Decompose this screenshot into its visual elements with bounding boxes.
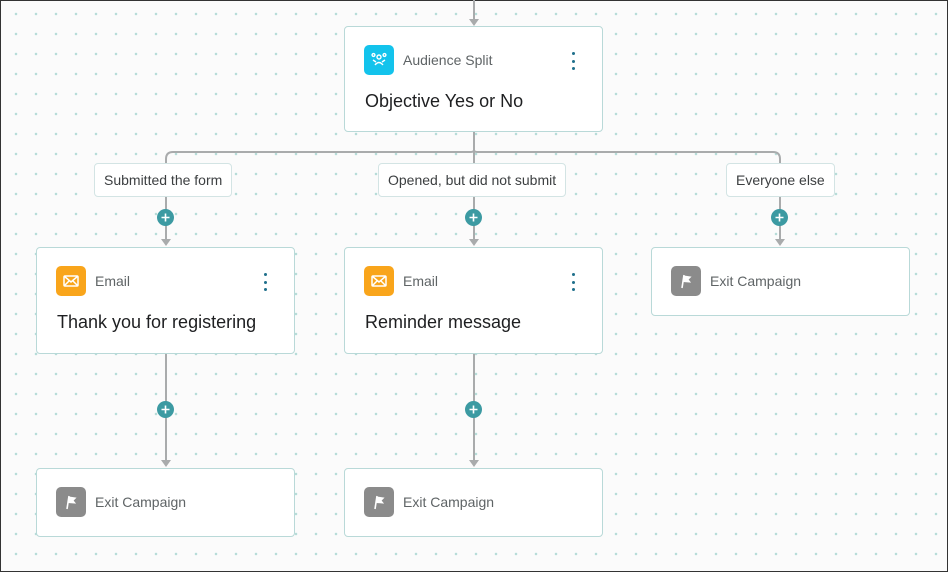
node-type-label: Exit Campaign [710, 273, 802, 289]
node-type-label: Audience Split [403, 52, 493, 68]
node-type-label: Email [95, 273, 131, 289]
node-type-label: Exit Campaign [95, 494, 187, 510]
flag-icon [364, 487, 394, 517]
plus-icon [775, 213, 784, 222]
email-node-thank-you[interactable]: Email Thank you for registering [36, 247, 295, 354]
branch-label-submitted[interactable]: Submitted the form [94, 163, 233, 197]
node-type-label: Email [403, 273, 439, 289]
branch-label-everyone-else[interactable]: Everyone else [726, 163, 835, 197]
node-title: Reminder message [365, 312, 522, 332]
audience-split-icon [364, 45, 394, 75]
add-step-button[interactable] [771, 209, 788, 226]
node-header: Exit Campaign [56, 487, 186, 517]
node-header: Exit Campaign [671, 266, 801, 296]
node-header: Email [364, 266, 438, 296]
envelope-icon [364, 266, 394, 296]
plus-icon [161, 213, 170, 222]
node-title: Thank you for registering [57, 312, 257, 332]
exit-campaign-node[interactable]: Exit Campaign [651, 247, 910, 316]
add-step-button[interactable] [465, 209, 482, 226]
node-menu-button[interactable] [258, 273, 272, 291]
plus-icon [469, 405, 478, 414]
node-menu-button[interactable] [566, 273, 580, 291]
envelope-icon [56, 266, 86, 296]
node-header: Exit Campaign [364, 487, 494, 517]
flag-icon [671, 266, 701, 296]
add-step-button[interactable] [157, 209, 174, 226]
exit-campaign-node[interactable]: Exit Campaign [36, 468, 295, 537]
add-step-button[interactable] [465, 401, 482, 418]
email-node-reminder[interactable]: Email Reminder message [344, 247, 603, 354]
node-menu-button[interactable] [566, 52, 580, 70]
add-step-button[interactable] [157, 401, 174, 418]
plus-icon [469, 213, 478, 222]
node-type-label: Exit Campaign [403, 494, 495, 510]
flag-icon [56, 487, 86, 517]
node-header: Audience Split [364, 45, 493, 75]
branch-label-opened-not-submitted[interactable]: Opened, but did not submit [378, 163, 567, 197]
exit-campaign-node[interactable]: Exit Campaign [344, 468, 603, 537]
node-header: Email [56, 266, 130, 296]
plus-icon [161, 405, 170, 414]
node-title: Objective Yes or No [365, 91, 524, 111]
audience-split-node[interactable]: Audience Split Objective Yes or No [344, 26, 603, 132]
